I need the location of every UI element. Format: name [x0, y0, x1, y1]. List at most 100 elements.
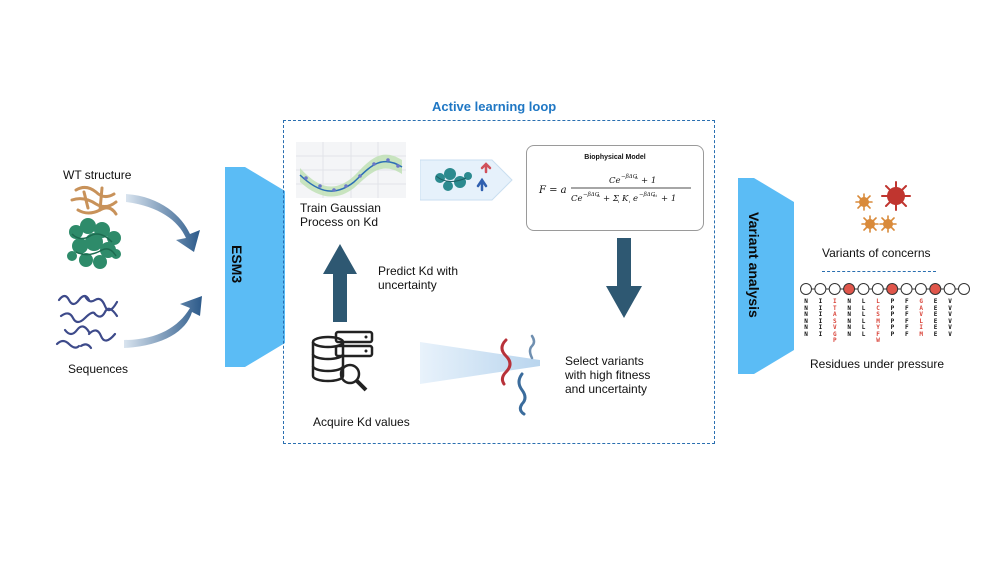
select-label-line3: and uncertainty — [565, 382, 648, 396]
svg-text:−βΔG: −βΔG — [639, 192, 656, 198]
residue-letter: V — [948, 304, 952, 312]
residue-letter: P — [890, 324, 895, 331]
gaussian-process-plot-icon — [296, 142, 406, 198]
svg-text:e: e — [633, 194, 638, 204]
residue-bead — [814, 283, 827, 295]
svg-text:i: i — [629, 199, 631, 204]
residue-letter: N — [804, 311, 808, 318]
residue-letter: A — [832, 311, 837, 318]
biophysical-model-title: Biophysical Model — [584, 154, 646, 161]
residue-letter: V — [948, 317, 952, 325]
svg-text:+ Σ: + Σ — [603, 194, 620, 204]
acquire-beam — [420, 342, 540, 384]
svg-text:K: K — [621, 194, 629, 204]
residue-letter: V — [832, 324, 837, 331]
residue-letter: P — [832, 337, 837, 344]
esm3-label: ESM3 — [229, 245, 245, 284]
residue-letter: V — [919, 311, 923, 318]
svg-text:−βΔG: −βΔG — [583, 192, 600, 198]
residue-letter: N — [847, 330, 851, 338]
train-gp-label-line2: Process on Kd — [300, 215, 379, 229]
residue-letter: I — [818, 298, 823, 305]
train-gp-label-line1: Train Gaussian — [300, 201, 381, 215]
residue-letter: L — [861, 317, 866, 325]
residue-letter: F — [904, 317, 909, 325]
residue-letter: I — [832, 298, 837, 305]
svg-text:F = a: F = a — [538, 185, 567, 196]
biophysical-model-box: Biophysical Model F = a Ce −βΔG A + 1 Ce… — [526, 145, 704, 231]
residues-under-pressure-label: Residues under pressure — [810, 357, 945, 371]
variant-analysis-chevron — [738, 178, 794, 374]
residue-letter: P — [890, 311, 895, 318]
residue-letter: P — [890, 304, 895, 312]
residue-letter: N — [847, 324, 851, 331]
residue-letter: E — [933, 311, 938, 318]
variant-analysis-label: Variant analysis — [746, 212, 762, 318]
residue-letter: E — [933, 324, 938, 331]
residue-letter: F — [904, 330, 909, 338]
biophysical-formula: F = a Ce −βΔG A + 1 Ce −βΔG A + Σ i K i … — [538, 174, 691, 204]
residue-letter: E — [933, 298, 938, 305]
residue-letter: I — [818, 311, 823, 318]
residue-bead — [886, 283, 899, 295]
residue-letter: L — [861, 311, 866, 318]
residue-bead — [800, 283, 812, 295]
residue-letter: C — [876, 304, 880, 312]
residue-bead — [828, 283, 841, 295]
svg-text:Ce: Ce — [609, 176, 621, 186]
residue-letter: N — [804, 304, 808, 312]
residue-bead — [914, 283, 927, 295]
residue-letter: L — [861, 330, 866, 338]
curved-arrows — [124, 194, 202, 348]
residue-letter: L — [861, 304, 866, 312]
curved-arrow-top-icon — [126, 194, 200, 252]
residue-bead — [958, 283, 970, 295]
selected-variants-icon — [500, 334, 536, 416]
residue-bead — [900, 283, 913, 295]
residue-letter: E — [933, 330, 938, 338]
svg-text:ni: ni — [653, 193, 658, 198]
active-learning-loop-box — [283, 120, 715, 444]
residue-letter: E — [933, 304, 938, 312]
residue-letter: G — [919, 298, 923, 305]
residue-letter: I — [818, 330, 823, 338]
residue-letter: P — [890, 330, 895, 338]
residue-letter: N — [847, 311, 851, 318]
residue-letter: L — [876, 298, 880, 305]
residue-letter: I — [818, 317, 823, 325]
residue-letter: P — [890, 298, 895, 305]
residue-letter: F — [904, 311, 909, 318]
residue-bead — [843, 283, 856, 295]
residue-bead — [871, 283, 884, 295]
predict-label-line1: Predict Kd with — [378, 264, 459, 278]
residue-letter: L — [861, 298, 866, 305]
residue-letter: G — [832, 330, 837, 338]
residue-letter: I — [919, 324, 923, 331]
residue-chain-icon — [800, 283, 970, 295]
acquire-label: Acquire Kd values — [313, 415, 410, 429]
residue-letter: F — [904, 298, 909, 305]
wt-structure-label: WT structure — [63, 168, 132, 182]
esm3-chevron — [225, 167, 285, 367]
svg-text:A: A — [634, 175, 638, 180]
residue-letter: V — [948, 298, 952, 305]
residue-bead — [943, 283, 956, 295]
protein-antibody-icon — [420, 159, 513, 201]
residue-letter: S — [876, 311, 880, 318]
up-arrow-icon — [323, 244, 357, 322]
predict-label-line2: uncertainty — [378, 278, 437, 292]
residue-letter: N — [804, 317, 808, 325]
residue-letter: N — [804, 324, 808, 331]
svg-text:+ 1: + 1 — [641, 176, 656, 186]
residue-bead — [929, 283, 942, 295]
residue-letter: N — [847, 298, 851, 305]
loop-title: Active learning loop — [432, 99, 557, 114]
svg-text:A: A — [596, 193, 600, 198]
residue-letter: W — [876, 337, 880, 344]
curved-arrow-bottom-icon — [124, 296, 202, 348]
down-arrow-icon — [606, 238, 642, 318]
